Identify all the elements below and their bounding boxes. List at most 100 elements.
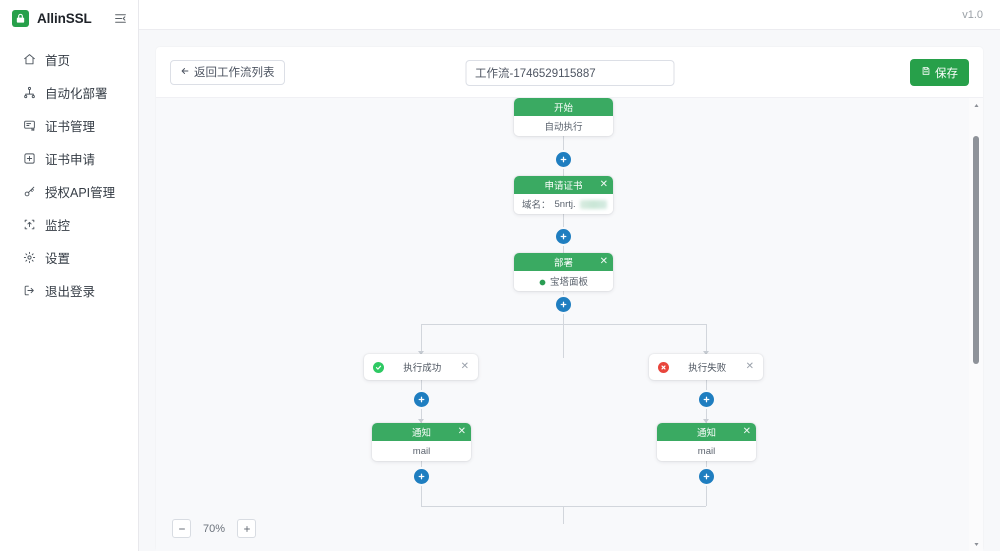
sidebar-item-logout[interactable]: 退出登录 bbox=[0, 274, 138, 307]
masked-domain-redaction bbox=[579, 199, 607, 209]
main-area: v1.0 返回工作流列表 保存 bbox=[139, 0, 1000, 551]
arrow-left-icon bbox=[180, 66, 190, 79]
plus-square-icon bbox=[22, 152, 36, 166]
node-start[interactable]: 开始 自动执行 bbox=[514, 98, 613, 136]
node-branch-failure[interactable]: 执行失败 ✕ bbox=[649, 354, 763, 380]
connector-arrow bbox=[418, 419, 424, 423]
topbar: v1.0 bbox=[139, 0, 1000, 30]
back-button-label: 返回工作流列表 bbox=[194, 67, 275, 79]
node-apply-certificate-domain-label: 域名： bbox=[522, 200, 551, 211]
connector-arrow bbox=[703, 351, 709, 355]
sidebar-item-label: 证书申请 bbox=[45, 153, 96, 167]
node-branch-success[interactable]: 执行成功 ✕ bbox=[364, 354, 478, 380]
add-node-after-notify-failure[interactable] bbox=[699, 469, 714, 484]
node-notify-success[interactable]: 通知 ✕ mail bbox=[372, 423, 471, 461]
sidebar-item-label: 退出登录 bbox=[45, 285, 96, 299]
connector-arrow bbox=[418, 351, 424, 355]
brand-name: AllinSSL bbox=[37, 10, 92, 26]
sidebar-item-label: 自动化部署 bbox=[45, 87, 108, 101]
lock-icon bbox=[12, 9, 29, 27]
bt-panel-icon bbox=[539, 278, 546, 285]
close-icon[interactable]: ✕ bbox=[599, 179, 608, 190]
monitor-icon bbox=[22, 218, 36, 232]
content-padding: 返回工作流列表 保存 bbox=[139, 30, 1000, 551]
node-notify-failure-title: 通知 bbox=[696, 428, 716, 439]
node-notify-failure-body: mail bbox=[657, 441, 756, 461]
add-node-after-notify-success[interactable] bbox=[414, 469, 429, 484]
zoom-in-button[interactable] bbox=[237, 519, 256, 538]
node-start-body: 自动执行 bbox=[514, 116, 613, 136]
check-circle-icon bbox=[373, 361, 384, 373]
save-icon bbox=[921, 66, 931, 79]
caret-up-icon[interactable] bbox=[969, 98, 983, 112]
back-to-workflow-list-button[interactable]: 返回工作流列表 bbox=[170, 59, 285, 85]
app-version: v1.0 bbox=[962, 8, 983, 21]
canvas-inner: 开始 自动执行 申请证书 bbox=[156, 98, 983, 551]
node-apply-certificate-title: 申请证书 bbox=[544, 181, 583, 192]
node-apply-certificate[interactable]: 申请证书 ✕ 域名： 5nrtj. bbox=[514, 176, 613, 214]
sitemap-icon bbox=[22, 86, 36, 100]
sidebar-item-auto-deploy[interactable]: 自动化部署 bbox=[0, 76, 138, 109]
node-start-title: 开始 bbox=[553, 103, 573, 114]
node-notify-success-title: 通知 bbox=[411, 428, 431, 439]
sidebar-item-api-manage[interactable]: 授权API管理 bbox=[0, 175, 138, 208]
add-node-after-branch-failure[interactable] bbox=[699, 392, 714, 407]
node-deploy-body: 宝塔面板 bbox=[514, 271, 613, 291]
node-deploy[interactable]: 部署 ✕ 宝塔面板 bbox=[514, 253, 613, 291]
add-node-after-branch-success[interactable] bbox=[414, 392, 429, 407]
node-notify-failure-subtitle: mail bbox=[697, 445, 716, 457]
workflow-canvas[interactable]: 开始 自动执行 申请证书 bbox=[156, 98, 983, 551]
node-branch-failure-label: 执行失败 bbox=[688, 363, 727, 374]
add-node-after-start[interactable] bbox=[556, 152, 571, 167]
save-button[interactable]: 保存 bbox=[910, 59, 969, 86]
sidebar-item-cert-apply[interactable]: 证书申请 bbox=[0, 142, 138, 175]
save-button-label: 保存 bbox=[935, 67, 958, 80]
sidebar-nav: 首页 自动化部署 证书管理 证书申请 bbox=[0, 36, 138, 307]
close-circle-icon bbox=[658, 361, 669, 373]
zoom-out-button[interactable] bbox=[172, 519, 191, 538]
caret-down-icon[interactable] bbox=[969, 537, 983, 551]
key-icon bbox=[22, 185, 36, 199]
sidebar: AllinSSL 首页 自动化部署 bbox=[0, 0, 139, 551]
close-icon[interactable]: ✕ bbox=[599, 256, 608, 267]
connector-merge-down bbox=[563, 506, 564, 524]
sidebar-item-cert-manage[interactable]: 证书管理 bbox=[0, 109, 138, 142]
sidebar-item-label: 监控 bbox=[45, 219, 71, 233]
connector-arrow bbox=[703, 419, 709, 423]
sidebar-item-label: 首页 bbox=[45, 54, 71, 68]
node-notify-failure-header: 通知 ✕ bbox=[657, 423, 756, 441]
node-apply-certificate-header: 申请证书 ✕ bbox=[514, 176, 613, 194]
node-notify-success-subtitle: mail bbox=[412, 445, 431, 457]
workflow-name-input[interactable] bbox=[465, 60, 674, 86]
close-icon[interactable]: ✕ bbox=[742, 426, 751, 437]
node-apply-certificate-domain-value: 5nrtj. bbox=[554, 198, 576, 210]
menu-collapse-icon[interactable] bbox=[112, 10, 128, 26]
node-apply-certificate-body: 域名： 5nrtj. bbox=[514, 194, 613, 214]
add-node-after-apply-certificate[interactable] bbox=[556, 229, 571, 244]
sidebar-item-settings[interactable]: 设置 bbox=[0, 241, 138, 274]
sidebar-item-home[interactable]: 首页 bbox=[0, 43, 138, 76]
branch-right-drop bbox=[706, 324, 707, 354]
add-node-after-deploy[interactable] bbox=[556, 297, 571, 312]
workflow-panel: 返回工作流列表 保存 bbox=[156, 47, 983, 551]
node-deploy-title: 部署 bbox=[553, 258, 573, 269]
gear-icon bbox=[22, 251, 36, 265]
scrollbar-thumb[interactable] bbox=[973, 136, 979, 364]
sidebar-item-label: 设置 bbox=[45, 252, 71, 266]
node-notify-failure[interactable]: 通知 ✕ mail bbox=[657, 423, 756, 461]
brand-header: AllinSSL bbox=[0, 0, 138, 36]
close-icon[interactable]: ✕ bbox=[745, 361, 754, 372]
zoom-controls: 70% bbox=[172, 519, 256, 538]
logout-icon bbox=[22, 284, 36, 298]
sidebar-item-monitor[interactable]: 监控 bbox=[0, 208, 138, 241]
canvas-vertical-scrollbar[interactable] bbox=[969, 98, 983, 551]
node-notify-success-body: mail bbox=[372, 441, 471, 461]
branch-left-drop bbox=[421, 324, 422, 354]
close-icon[interactable]: ✕ bbox=[457, 426, 466, 437]
close-icon[interactable]: ✕ bbox=[460, 361, 469, 372]
home-icon bbox=[22, 53, 36, 67]
node-start-subtitle: 自动执行 bbox=[544, 122, 583, 133]
node-notify-success-header: 通知 ✕ bbox=[372, 423, 471, 441]
workflow-header: 返回工作流列表 保存 bbox=[156, 47, 983, 98]
node-start-header: 开始 bbox=[514, 98, 613, 116]
